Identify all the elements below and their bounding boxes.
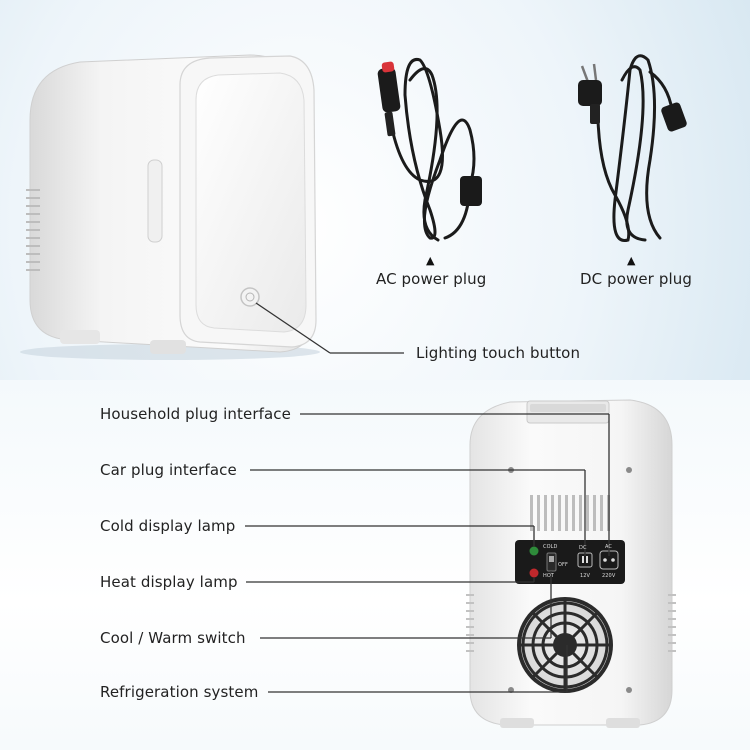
panel-text-dc: DC (579, 545, 587, 551)
euro-plug-head (578, 63, 602, 124)
side-vent (26, 189, 40, 271)
car-plug-cable (386, 57, 476, 242)
lighting-touch-button-marker (240, 287, 260, 307)
euro-plug-cable (596, 54, 674, 242)
fridge-front-view (20, 54, 320, 360)
car-plug-connector (460, 176, 482, 206)
control-panel (515, 540, 625, 584)
panel-text-220v: 220V (602, 573, 616, 579)
ac-plug-arrow-icon: ▲ (426, 254, 435, 267)
car-plug-interface-label: Car plug interface (100, 461, 237, 479)
refrigeration-system-label: Refrigeration system (100, 683, 259, 701)
lighting-touch-button-label: Lighting touch button (416, 344, 581, 362)
fan-grill (517, 597, 613, 693)
heat-display-lamp-label: Heat display lamp (100, 573, 238, 591)
cold-lamp (529, 546, 539, 556)
panel-text-12v: 12V (580, 573, 591, 579)
iec-connector (661, 102, 687, 132)
car-plug-head (377, 61, 401, 137)
panel-text-hot: HOT (543, 573, 555, 579)
cold-display-lamp-label: Cold display lamp (100, 517, 236, 535)
heat-lamp (529, 568, 539, 578)
fridge-back-view (466, 399, 676, 728)
leader-lines (245, 413, 610, 693)
panel-text-off: OFF (558, 562, 568, 568)
ac-power-plug-label: AC power plug (376, 270, 487, 288)
dc-power-plug-label: DC power plug (580, 270, 692, 288)
cool-warm-switch-label: Cool / Warm switch (100, 629, 246, 647)
panel-text-ac: AC (605, 544, 613, 550)
dc-plug-arrow-icon: ▲ (627, 254, 636, 267)
household-plug-interface-label: Household plug interface (100, 405, 291, 423)
panel-text-cold: COLD (543, 544, 558, 550)
